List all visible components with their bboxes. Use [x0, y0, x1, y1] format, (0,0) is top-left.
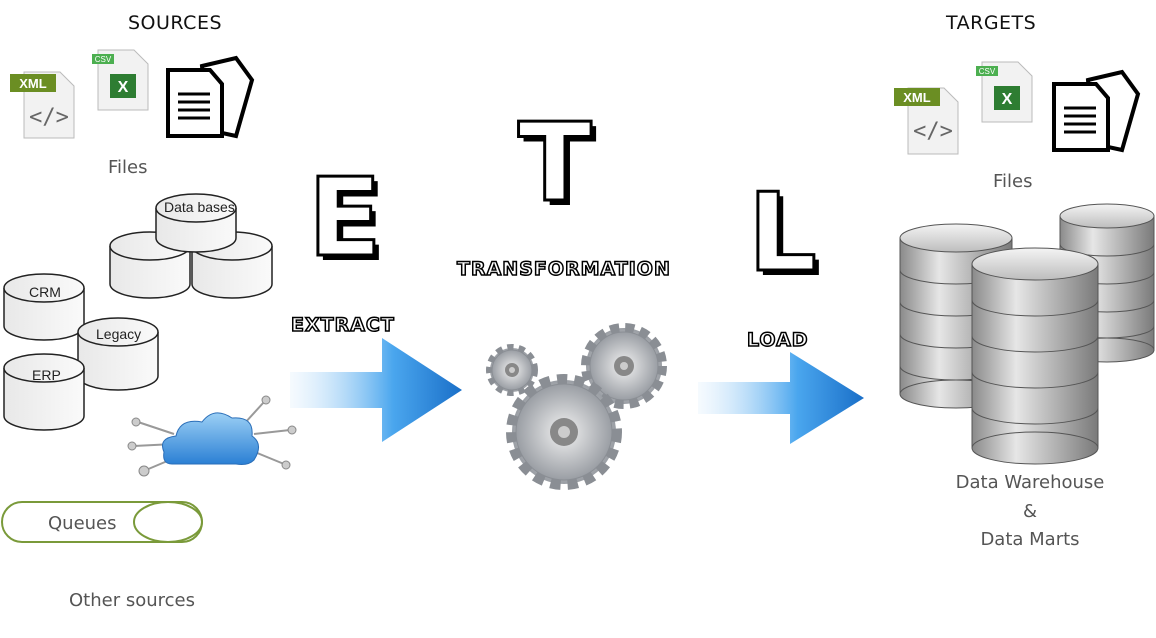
queue-graphic [1, 501, 203, 543]
load-arrow [698, 352, 864, 444]
sources-files-label: Files [108, 157, 148, 178]
e-letter: E [307, 156, 384, 281]
other-sources-label: Other sources [69, 590, 195, 611]
databases-label: Data bases [164, 199, 235, 215]
svg-text:</>: </> [29, 105, 69, 130]
legacy-label: Legacy [96, 326, 142, 342]
documents-icon [166, 55, 255, 139]
dw-line1: Data Warehouse [955, 472, 1105, 493]
cloud-icon [127, 395, 297, 477]
dw-line3: Data Marts [980, 529, 1080, 550]
xml-file-icon: XML </> [10, 71, 75, 139]
dw-line2: & [1022, 500, 1038, 522]
extract-arrow [290, 338, 462, 442]
extract-label: EXTRACT [290, 313, 395, 337]
l-letter: L [747, 171, 819, 296]
sources-title: SOURCES [128, 12, 223, 34]
svg-text:XML: XML [19, 76, 47, 91]
svg-text:X: X [1002, 91, 1013, 108]
data-warehouse-label: Data Warehouse & Data Marts [948, 469, 1112, 555]
svg-text:X: X [118, 79, 129, 96]
source-databases-graphic [3, 193, 273, 431]
gears-icon [486, 323, 667, 490]
svg-text:CSV: CSV [979, 67, 996, 76]
svg-text:CSV: CSV [95, 55, 112, 64]
svg-text:XML: XML [903, 90, 931, 105]
target-csv-file-icon: CSV X [976, 61, 1033, 123]
transformation-label: TRANSFORMATION [456, 257, 671, 281]
data-warehouse-graphic [899, 203, 1155, 465]
target-documents-icon [1052, 69, 1141, 153]
targets-title: TARGETS [946, 12, 1037, 34]
svg-text:</>: </> [913, 119, 953, 144]
load-label: LOAD [746, 328, 809, 352]
targets-files-label: Files [993, 171, 1033, 192]
queues-label: Queues [48, 513, 117, 534]
target-xml-file-icon: XML </> [894, 87, 959, 155]
csv-file-icon: CSV X [92, 49, 149, 111]
crm-label: CRM [29, 284, 61, 300]
erp-label: ERP [32, 367, 61, 383]
t-letter: T [517, 101, 594, 226]
